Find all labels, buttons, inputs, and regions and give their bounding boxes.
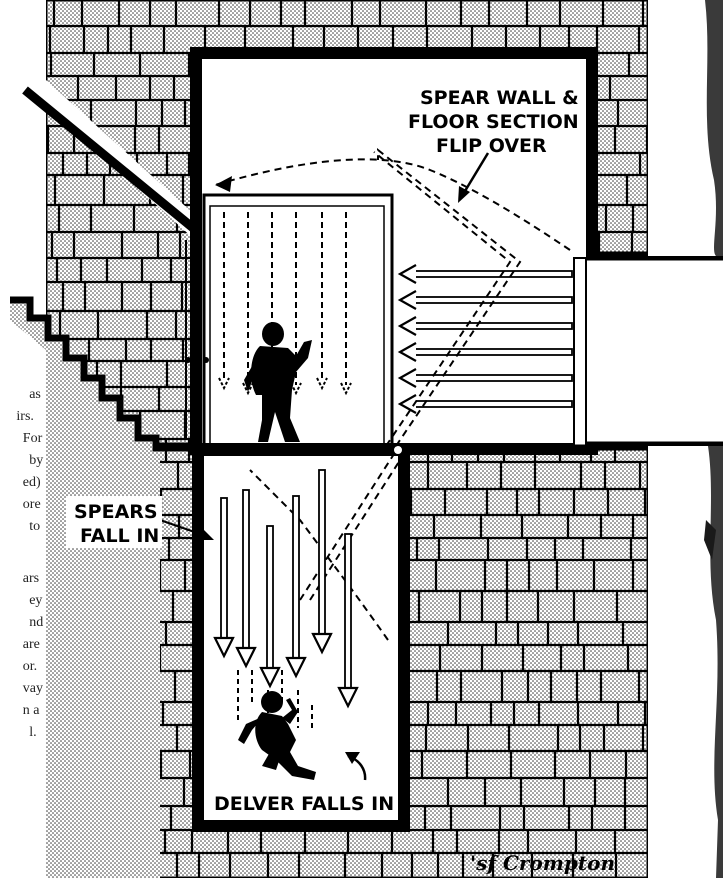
page-text-fragment: ars [23, 571, 39, 586]
spears-label-line1: SPEARS [74, 501, 158, 523]
page-text-fragment: ore [23, 497, 41, 512]
page-text-fragment: l. [29, 725, 36, 740]
page-text-fragment: ey [29, 593, 42, 608]
page-text-fragment: as [29, 387, 41, 402]
right-corridor [574, 256, 723, 448]
page-text-fragment: nd [29, 615, 43, 630]
page-text-fragment: vay [23, 681, 43, 696]
spear-wall-label-line1: SPEAR WALL & [420, 87, 579, 109]
page-text-fragment: irs. [16, 409, 34, 424]
page-text-fragment: by [29, 453, 43, 468]
page-text-fragment: ed) [23, 475, 41, 490]
spears-label-line2: FALL IN [80, 525, 159, 547]
page-text-fragment: For [23, 431, 43, 446]
artist-signature: 'sf Crompton [470, 851, 615, 875]
page-text-fragment: to [29, 519, 40, 534]
delver-label: DELVER FALLS IN [214, 793, 394, 815]
spear-wall-label-line3: FLIP OVER [436, 135, 547, 157]
page-text-fragment: n a [23, 703, 41, 718]
spear-wall-label-line2: FLOOR SECTION [408, 111, 579, 133]
page-text-fragment: are [23, 637, 40, 652]
page-text-fragment: or. [23, 659, 37, 674]
